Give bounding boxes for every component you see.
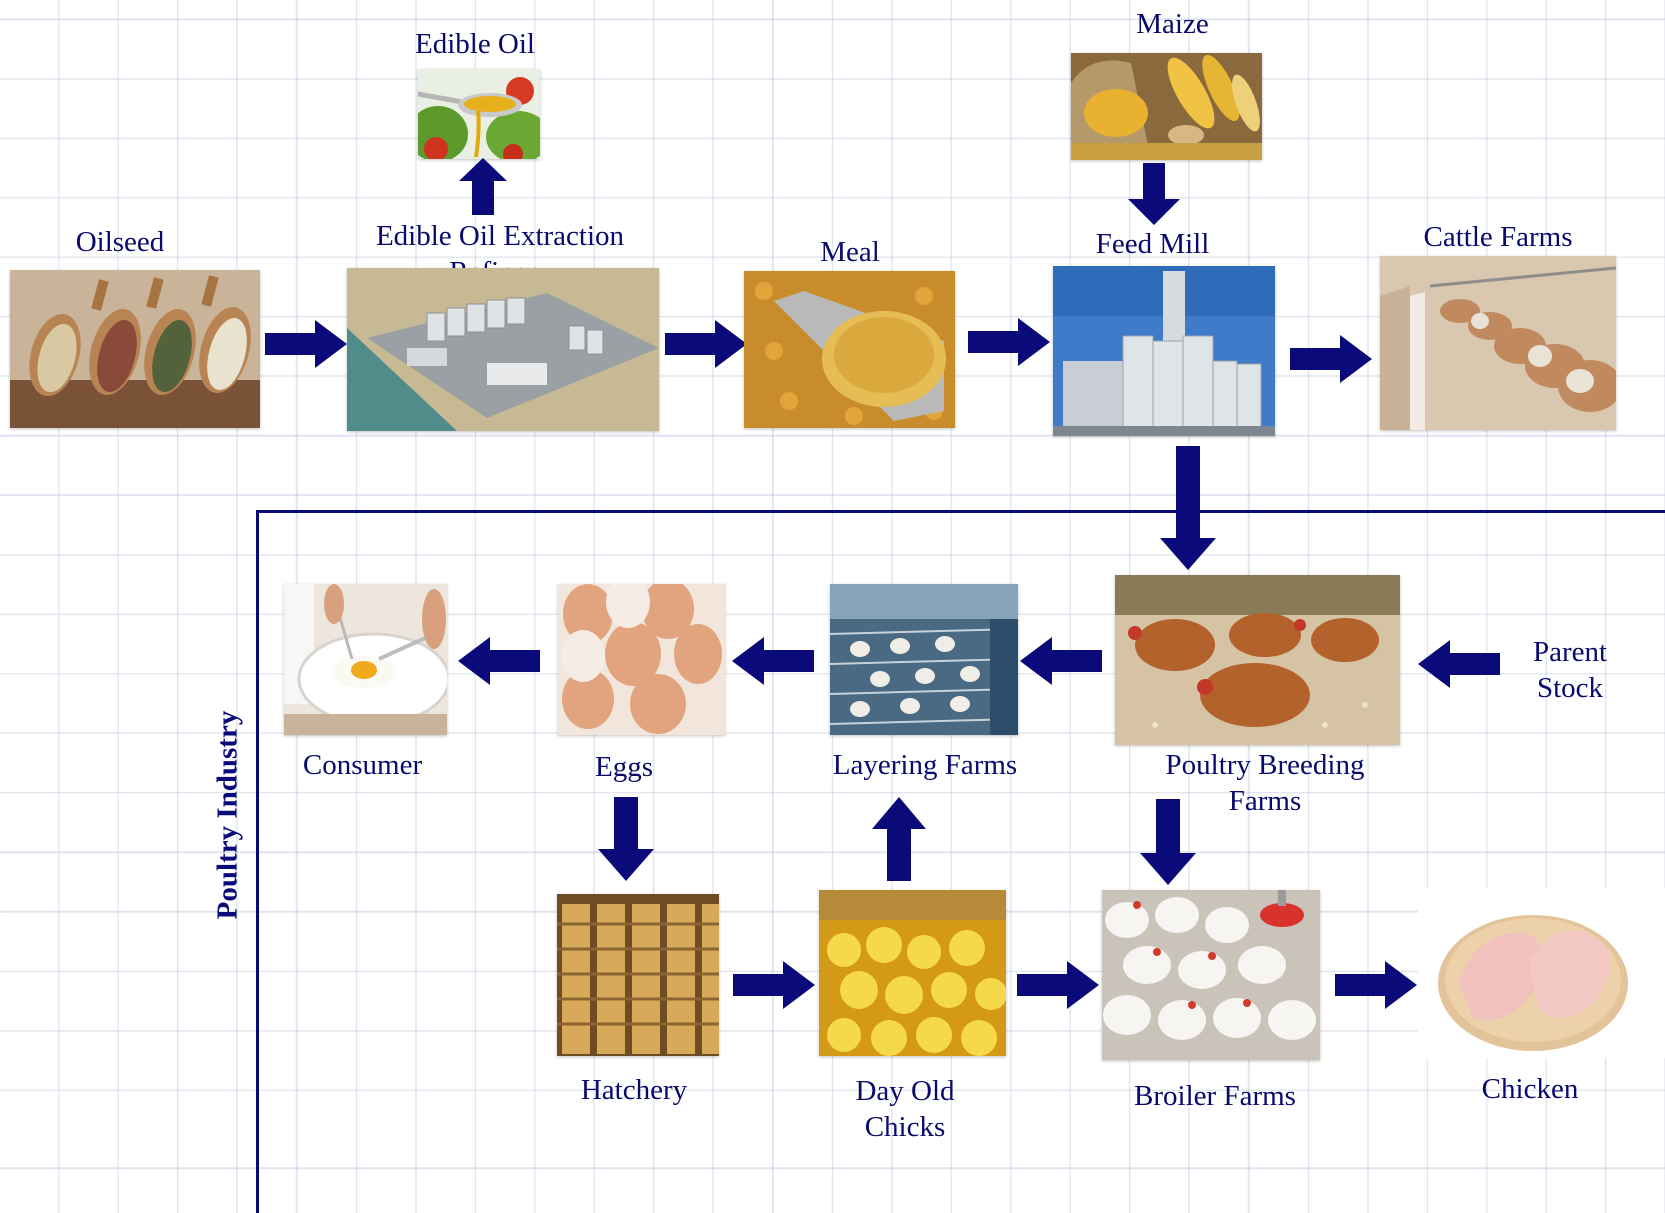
hatchery-label: Hatchery [580,1074,688,1106]
arrow-oilseed-to-refinery [265,320,347,368]
layering-farms-image [830,584,1018,735]
chicken-image [1418,888,1665,1058]
arrow-meal-to-feedmill [968,318,1050,366]
consumer-image [284,584,447,735]
poultry-industry-label: Poultry Industry [211,710,244,920]
day-old-chicks-label: Day Old Chicks [855,1075,955,1143]
arrow-chicks-to-layering [872,797,926,881]
arrow-feedmill-to-cattle [1290,335,1372,383]
layer-cages-icon [830,584,1018,735]
broiler-farms-image [1102,890,1320,1060]
broilers-icon [1102,890,1320,1060]
maize-image [1071,53,1262,160]
maize-sack-icon [1071,53,1262,160]
eggs-image [558,584,725,735]
arrow-hatchery-to-chicks [733,961,815,1009]
layering-farms-label: Layering Farms [832,749,1018,781]
poultry-breeding-image [1115,575,1400,745]
arrow-eggs-to-consumer [458,637,540,685]
feed-mill-image [1053,266,1275,436]
parent-stock-label: Parent Stock [1532,636,1608,704]
seed-scoops-icon [10,270,260,428]
oilseed-label: Oilseed [75,226,165,258]
edible-oil-label: Edible Oil [414,28,535,60]
hens-icon [1115,575,1400,745]
arrow-layering-to-eggs [732,637,814,685]
arrow-refinery-to-oil [459,158,507,215]
arrow-breeding-to-broiler [1140,799,1196,885]
cattle-feedlot-icon [1380,256,1616,430]
arrow-eggs-to-hatchery [598,797,654,881]
cattle-farms-label: Cattle Farms [1423,221,1573,253]
day-old-chicks-image [819,890,1006,1056]
eggs-icon [558,584,725,735]
chicken-breast-icon [1418,888,1665,1058]
arrow-parent-to-breeding [1418,640,1500,688]
oilseed-image [10,270,260,428]
hatchery-image [557,894,719,1056]
cattle-farms-image [1380,256,1616,430]
meal-label: Meal [820,236,880,268]
maize-label: Maize [1136,8,1209,40]
oil-spoon-salad-icon [418,69,540,159]
broiler-farms-label: Broiler Farms [1134,1080,1296,1112]
poultry-industry-frame [256,510,1665,1213]
eggs-label: Eggs [595,751,653,783]
refinery-plant-icon [347,268,659,431]
edible-oil-image [418,69,540,159]
chicks-icon [819,890,1006,1056]
arrow-maize-to-feedmill [1128,163,1180,225]
meal-scoop-icon [744,271,955,428]
consumer-label: Consumer [302,749,423,781]
arrow-chicks-to-broiler [1017,961,1099,1009]
refinery-image [347,268,659,431]
arrow-feedmill-to-breeding [1160,446,1216,570]
feed-mill-label: Feed Mill [1095,228,1210,260]
egg-trays-icon [557,894,719,1056]
meal-image [744,271,955,428]
feed-mill-silos-icon [1053,266,1275,436]
arrow-breeding-to-layering [1020,637,1102,685]
arrow-broiler-to-chicken [1335,961,1417,1009]
arrow-refinery-to-meal [665,320,747,368]
poultry-breeding-label: Poultry Breeding Farms [1165,749,1365,817]
chicken-label: Chicken [1481,1073,1579,1105]
fried-egg-plate-icon [284,584,447,735]
